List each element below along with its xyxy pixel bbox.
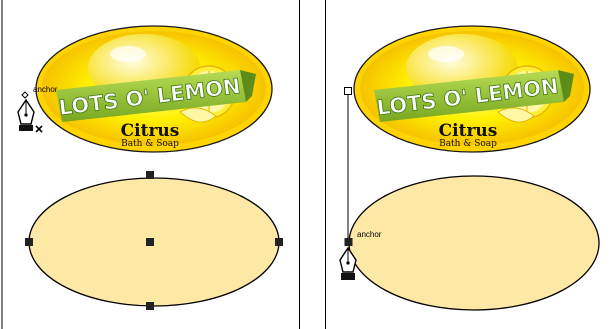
anchor-label-left: anchor (33, 85, 58, 94)
anchor-label-right: anchor (357, 230, 382, 239)
left-panel: LOTS O' LEMON Citrus Bath & Soap anchor (2, 0, 300, 329)
label-tagline-text: Bath & Soap (439, 139, 497, 149)
label-brand-text: Citrus (439, 121, 498, 141)
center-point-icon (146, 238, 154, 246)
ellipse-shape[interactable] (349, 176, 599, 310)
lemon-label-artwork: LOTS O' LEMON Citrus Bath & Soap (36, 26, 272, 152)
connecting-path[interactable] (345, 88, 353, 247)
anchor-point-right[interactable] (275, 238, 283, 246)
label-brand-text: Citrus (121, 121, 180, 141)
anchor-point-icon[interactable] (345, 88, 352, 95)
anchor-point-bottom[interactable] (146, 302, 154, 310)
lemon-label-artwork: LOTS O' LEMON Citrus Bath & Soap (354, 26, 590, 152)
label-tagline-text: Bath & Soap (121, 139, 179, 149)
anchor-point-icon (22, 92, 28, 98)
anchor-point-left[interactable] (25, 238, 33, 246)
selected-ellipse-path[interactable] (25, 171, 283, 310)
pen-tool-close-path-icon (36, 126, 42, 132)
anchor-point-top[interactable] (146, 171, 154, 179)
pen-tool-icon (18, 100, 34, 131)
right-panel: LOTS O' LEMON Citrus Bath & Soap anchor (326, 0, 600, 329)
anchor-point-active[interactable] (345, 238, 353, 246)
